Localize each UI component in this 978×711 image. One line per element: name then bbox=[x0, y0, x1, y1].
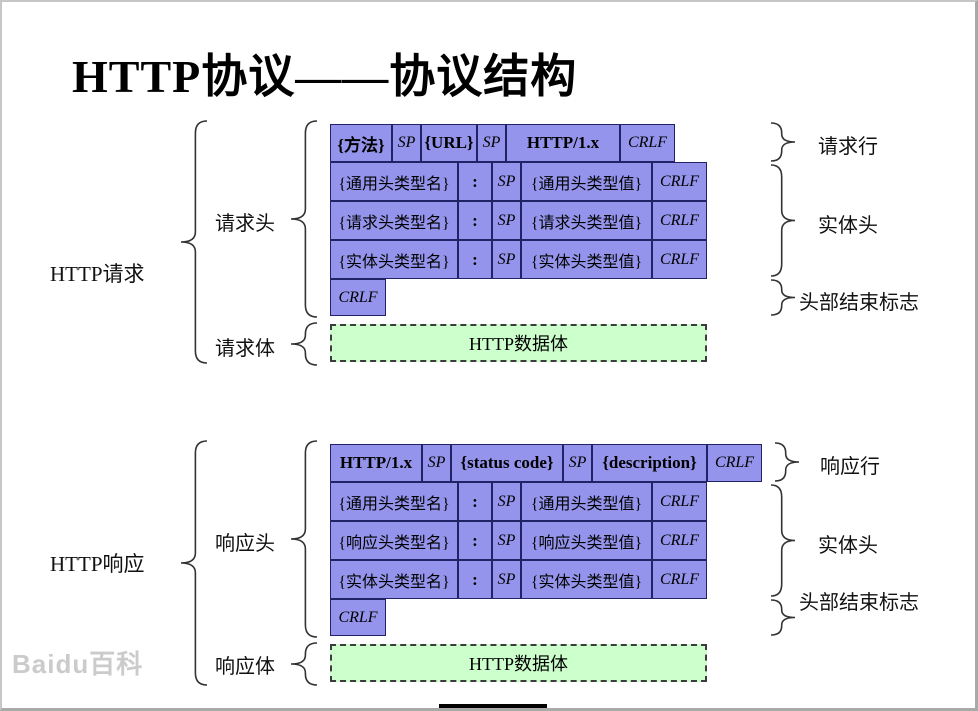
response-entity-brace bbox=[770, 484, 796, 597]
response-sp-cell: SP bbox=[422, 444, 451, 482]
request-line-brace bbox=[770, 122, 796, 162]
page-title: HTTP协议——协议结构 bbox=[72, 51, 578, 102]
response-body-box: HTTP数据体 bbox=[330, 644, 707, 682]
crlf-cell: CRLF bbox=[652, 482, 707, 521]
request-section-label: HTTP请求 bbox=[50, 262, 145, 286]
response-line-brace bbox=[774, 442, 800, 482]
response-sp-cell: SP bbox=[563, 444, 592, 482]
response-section-brace bbox=[180, 440, 208, 686]
request-entity-annotation: 实体头 bbox=[818, 215, 878, 237]
header-value-cell: {响应头类型值} bbox=[521, 521, 652, 560]
crlf-cell: CRLF bbox=[652, 521, 707, 560]
sp-cell: SP bbox=[492, 240, 521, 279]
response-header-brace bbox=[290, 440, 318, 638]
watermark-baidu-baike: Baidu百科 bbox=[12, 649, 144, 679]
response-header-label: 响应头 bbox=[215, 533, 275, 555]
header-value-cell: {实体头类型值} bbox=[521, 240, 652, 279]
colon-cell: : bbox=[458, 482, 492, 521]
response-entity-annotation: 实体头 bbox=[818, 535, 878, 557]
sp-cell: SP bbox=[492, 201, 521, 240]
header-name-cell: {实体头类型名} bbox=[330, 560, 458, 599]
response-header-end-brace bbox=[770, 599, 796, 636]
header-name-cell: {响应头类型名} bbox=[330, 521, 458, 560]
crlf-cell: CRLF bbox=[652, 162, 707, 201]
crlf-cell: CRLF bbox=[652, 201, 707, 240]
request-body-box: HTTP数据体 bbox=[330, 324, 707, 362]
header-value-cell: {通用头类型值} bbox=[521, 162, 652, 201]
crlf-cell: CRLF bbox=[652, 240, 707, 279]
request-entity-brace bbox=[770, 164, 796, 277]
header-value-cell: {实体头类型值} bbox=[521, 560, 652, 599]
colon-cell: : bbox=[458, 521, 492, 560]
request-header-end-brace bbox=[770, 279, 796, 316]
sp-cell: SP bbox=[492, 482, 521, 521]
request-sp-cell: SP bbox=[477, 124, 506, 162]
crlf-cell: CRLF bbox=[652, 560, 707, 599]
response-end-crlf-cell: CRLF bbox=[330, 599, 386, 636]
header-name-cell: {实体头类型名} bbox=[330, 240, 458, 279]
header-name-cell: {请求头类型名} bbox=[330, 201, 458, 240]
response-header-end-annotation: 头部结束标志 bbox=[799, 592, 919, 614]
response-body-brace bbox=[290, 642, 318, 686]
request-method-cell: {方法} bbox=[330, 124, 392, 162]
request-body-brace bbox=[290, 322, 318, 366]
header-value-cell: {请求头类型值} bbox=[521, 201, 652, 240]
request-end-crlf-cell: CRLF bbox=[330, 279, 386, 316]
response-description-cell: {description} bbox=[592, 444, 707, 482]
colon-cell: : bbox=[458, 162, 492, 201]
request-line-annotation: 请求行 bbox=[818, 136, 878, 158]
header-name-cell: {通用头类型名} bbox=[330, 482, 458, 521]
request-http-version-cell: HTTP/1.x bbox=[506, 124, 620, 162]
response-section-label: HTTP响应 bbox=[50, 552, 145, 576]
request-crlf-cell: CRLF bbox=[620, 124, 675, 162]
request-url-cell: {URL} bbox=[421, 124, 477, 162]
header-value-cell: {通用头类型值} bbox=[521, 482, 652, 521]
response-line-annotation: 响应行 bbox=[820, 456, 880, 478]
request-header-label: 请求头 bbox=[215, 213, 275, 235]
header-name-cell: {通用头类型名} bbox=[330, 162, 458, 201]
sp-cell: SP bbox=[492, 521, 521, 560]
request-section-brace bbox=[180, 120, 208, 364]
colon-cell: : bbox=[458, 240, 492, 279]
request-header-end-annotation: 头部结束标志 bbox=[799, 292, 919, 314]
colon-cell: : bbox=[458, 201, 492, 240]
response-body-label: 响应体 bbox=[215, 656, 275, 678]
response-http-version-cell: HTTP/1.x bbox=[330, 444, 422, 482]
bottom-black-bar bbox=[439, 704, 547, 708]
request-body-label: 请求体 bbox=[215, 338, 275, 360]
response-status-code-cell: {status code} bbox=[451, 444, 563, 482]
sp-cell: SP bbox=[492, 560, 521, 599]
request-header-brace bbox=[290, 120, 318, 318]
sp-cell: SP bbox=[492, 162, 521, 201]
colon-cell: : bbox=[458, 560, 492, 599]
response-crlf-cell: CRLF bbox=[707, 444, 762, 482]
request-sp-cell: SP bbox=[392, 124, 421, 162]
